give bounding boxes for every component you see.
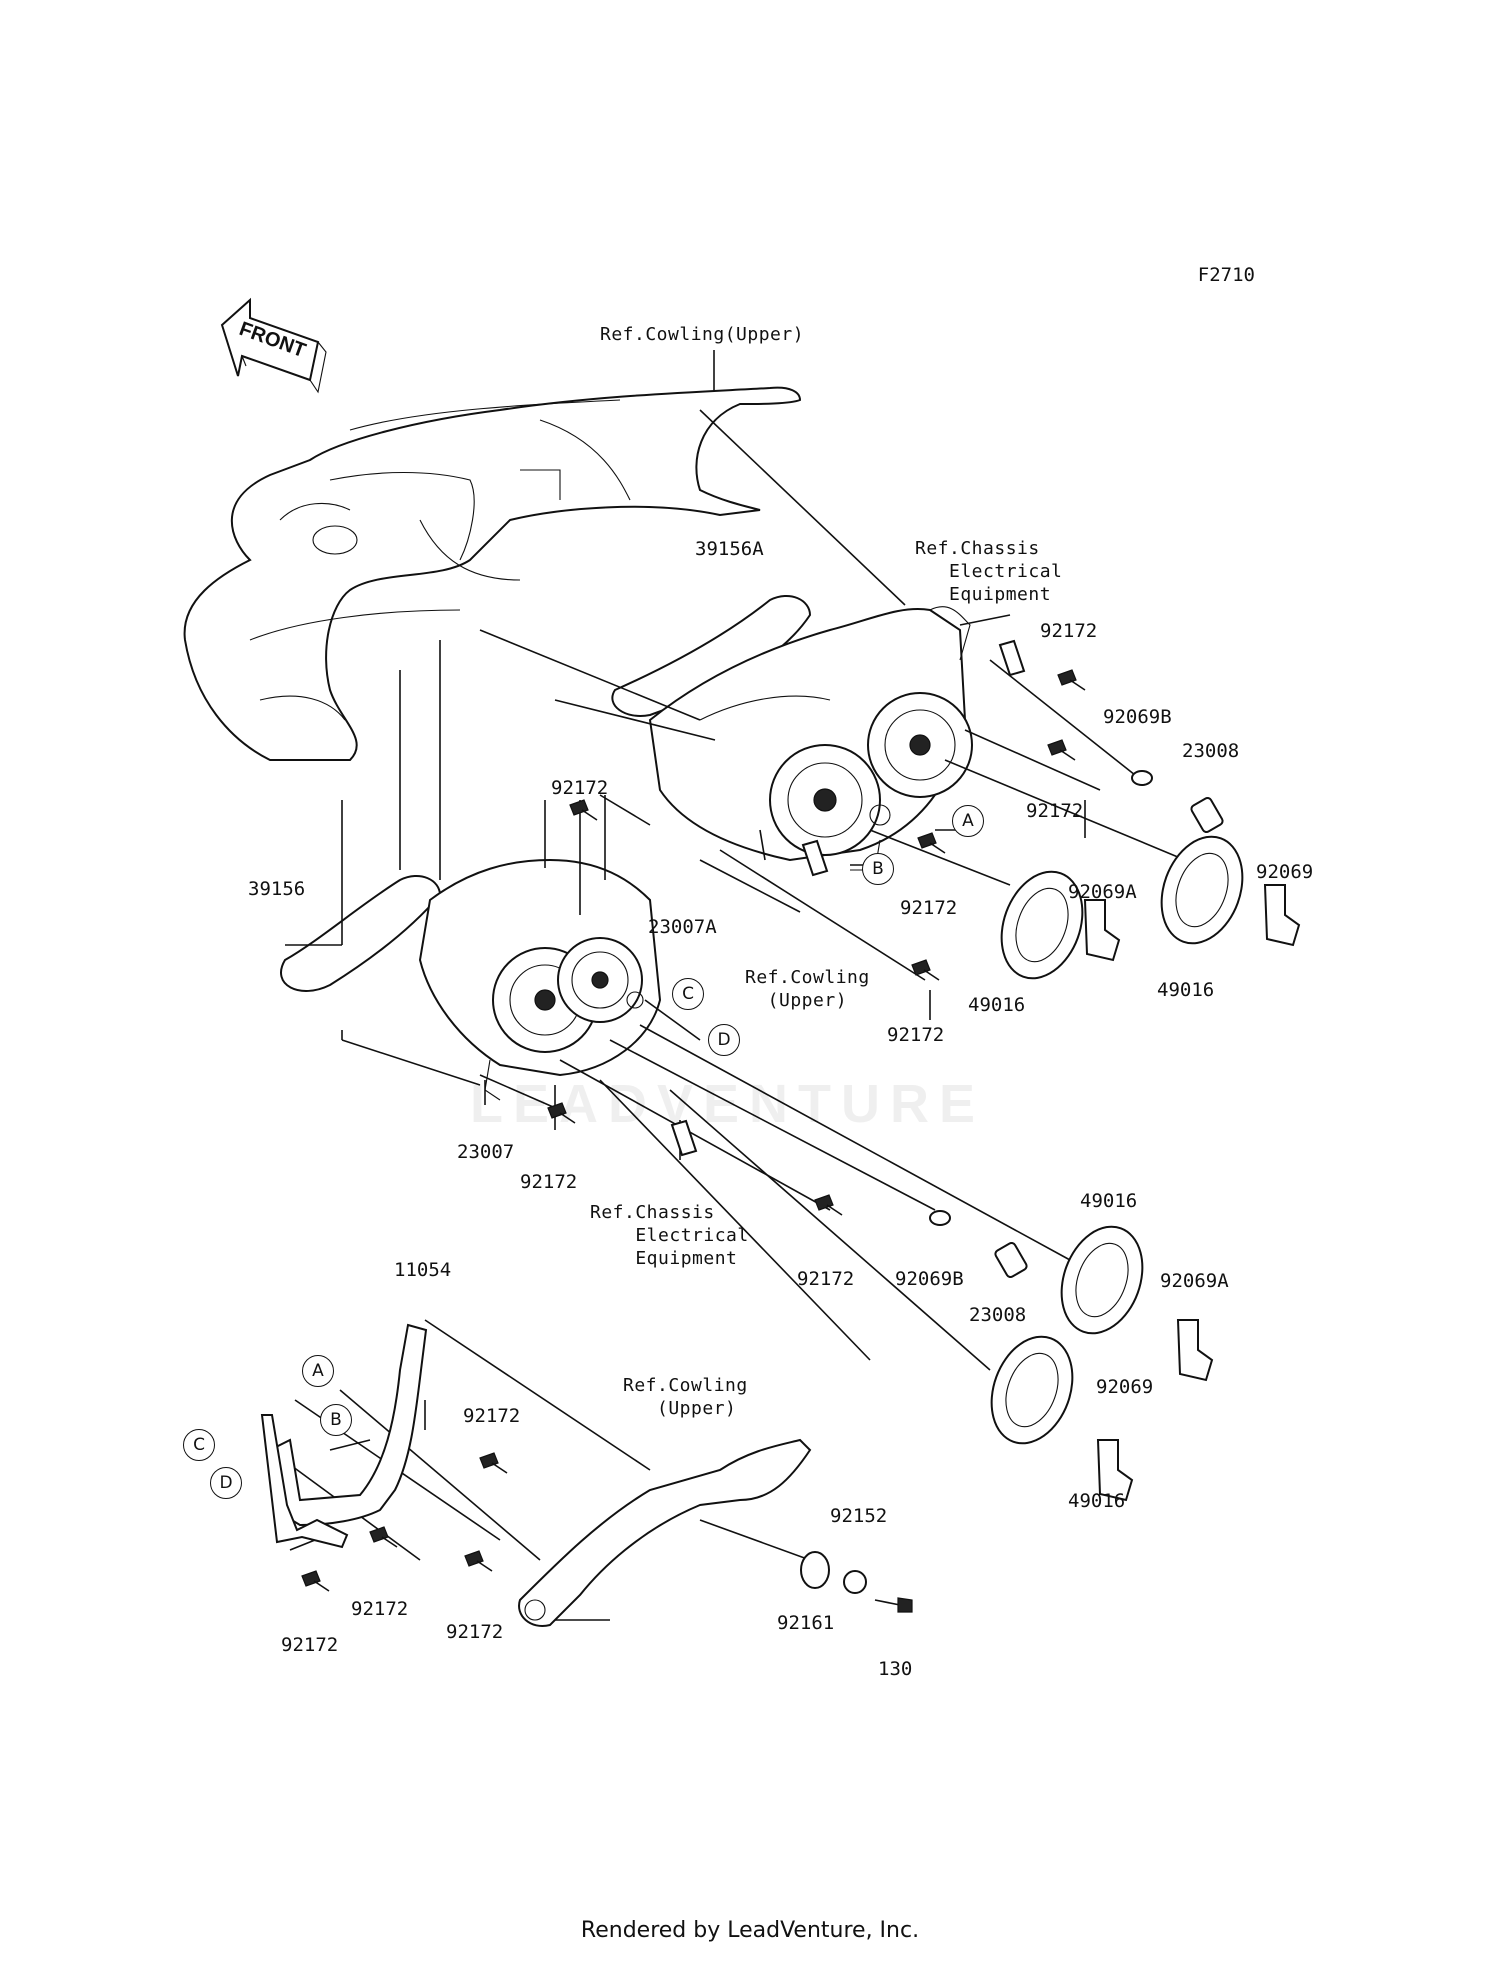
bolt-92172-icon	[369, 1526, 398, 1548]
clip-icon	[801, 839, 829, 877]
marker-a: A	[302, 1355, 334, 1387]
leader-lines	[269, 350, 1233, 1621]
bolt-92172-icon	[911, 959, 940, 981]
part-number-label: 92069	[1256, 861, 1314, 883]
bracket-hole-icon	[524, 1599, 546, 1621]
socket-23008-icon	[994, 1241, 1028, 1279]
part-number-label: 92069	[1096, 1376, 1154, 1398]
part-number-label: 49016	[968, 994, 1026, 1016]
part-number-label: 23008	[969, 1304, 1027, 1326]
marker-b: B	[320, 1404, 352, 1436]
part-number-label: 92172	[463, 1405, 521, 1427]
part-number-label: 92161	[777, 1612, 835, 1634]
marker-a: A	[952, 805, 984, 837]
marker-d: D	[708, 1024, 740, 1056]
marker-c: C	[183, 1429, 215, 1461]
bolt-92172-icon	[479, 1452, 508, 1474]
bolt-130-icon	[874, 1597, 913, 1613]
grommet-92161-icon	[800, 1551, 830, 1589]
ref-cowling-label: Ref.Cowling (Upper)	[623, 1375, 748, 1419]
bulb-92069B-icon	[929, 1210, 951, 1226]
part-number-label: 130	[878, 1658, 913, 1680]
part-number-label: 92172	[900, 897, 958, 919]
upper-headlight-assembly-drawing	[648, 606, 973, 871]
part-number-label: 92172	[281, 1634, 339, 1656]
part-number-label: 92172	[351, 1598, 409, 1620]
bolt-92172-icon	[464, 1550, 493, 1572]
bulb-92069-icon	[1096, 1439, 1134, 1502]
bolt-92172-icon	[547, 1102, 576, 1124]
grommet-49016-icon	[990, 1335, 1074, 1445]
socket-23008-icon	[1190, 796, 1224, 834]
clip-icon	[670, 1119, 698, 1157]
grommet-49016-icon	[1160, 835, 1244, 945]
ref-chassis-label: Ref.Chassis Electrical Equipment	[915, 538, 1063, 605]
ref-cowling-upper-label: Ref.Cowling(Upper)	[600, 324, 805, 345]
part-number-label: 92152	[830, 1505, 888, 1527]
part-number-label: 49016	[1080, 1190, 1138, 1212]
cowling-bracket-drawing	[518, 1438, 812, 1627]
part-number-label: 23007A	[648, 916, 717, 938]
watermark-text: LEADVENTURE	[470, 1074, 986, 1134]
stay-11054-drawing	[268, 1323, 428, 1527]
bulb-92069A-icon	[1083, 899, 1121, 962]
part-number-label: 92172	[887, 1024, 945, 1046]
ref-chassis-label: Ref.Chassis Electrical Equipment	[590, 1202, 749, 1269]
ref-cowling-label: Ref.Cowling (Upper)	[745, 967, 870, 1011]
lower-headlight-assembly-drawing	[418, 858, 662, 1101]
part-number-label: 92172	[1026, 800, 1084, 822]
grommet-49016-icon	[1000, 870, 1084, 980]
part-number-label: 49016	[1157, 979, 1215, 1001]
bolt-92172-icon	[1057, 669, 1086, 691]
marker-d: D	[210, 1467, 242, 1499]
part-number-label: 92069B	[1103, 706, 1172, 728]
trim-strip-39156A	[611, 595, 812, 717]
part-number-label: 23008	[1182, 740, 1240, 762]
bulb-92069-icon	[1263, 884, 1301, 947]
part-number-label: 92172	[520, 1171, 578, 1193]
part-number-label: 92172	[551, 777, 609, 799]
front-arrow-icon	[220, 297, 327, 394]
part-number-label: 39156A	[695, 538, 764, 560]
upper-cowling-drawing	[183, 386, 802, 761]
part-number-label: 23007	[457, 1141, 515, 1163]
part-number-label: 92172	[797, 1268, 855, 1290]
bulb-92069A-icon	[1176, 1319, 1214, 1382]
part-number-label: 92172	[446, 1621, 504, 1643]
bolt-92172-icon	[917, 832, 946, 854]
bulb-92069B-icon	[1131, 770, 1153, 786]
part-number-label: 92172	[1040, 620, 1098, 642]
bolt-92172-icon	[569, 799, 598, 821]
part-number-label: 49016	[1068, 1490, 1126, 1512]
part-number-label: 92069A	[1160, 1270, 1229, 1292]
grommet-49016-icon	[1060, 1225, 1144, 1335]
collar-92152-icon	[843, 1570, 867, 1594]
bolt-92172-icon	[1047, 739, 1076, 761]
bolt-92172-icon	[301, 1570, 330, 1592]
bolt-92172-icon	[814, 1194, 843, 1216]
marker-b: B	[862, 853, 894, 885]
stay-bracket-drawing	[260, 1414, 349, 1549]
part-number-label: 92069A	[1068, 881, 1137, 903]
part-number-label: 92069B	[895, 1268, 964, 1290]
footer-credit: Rendered by LeadVenture, Inc.	[580, 1918, 920, 1943]
part-number-label: 11054	[394, 1259, 452, 1281]
diagram-code: F2710	[1197, 264, 1255, 286]
clip-icon	[998, 639, 1026, 677]
part-number-label: 39156	[248, 878, 306, 900]
marker-c: C	[672, 978, 704, 1010]
